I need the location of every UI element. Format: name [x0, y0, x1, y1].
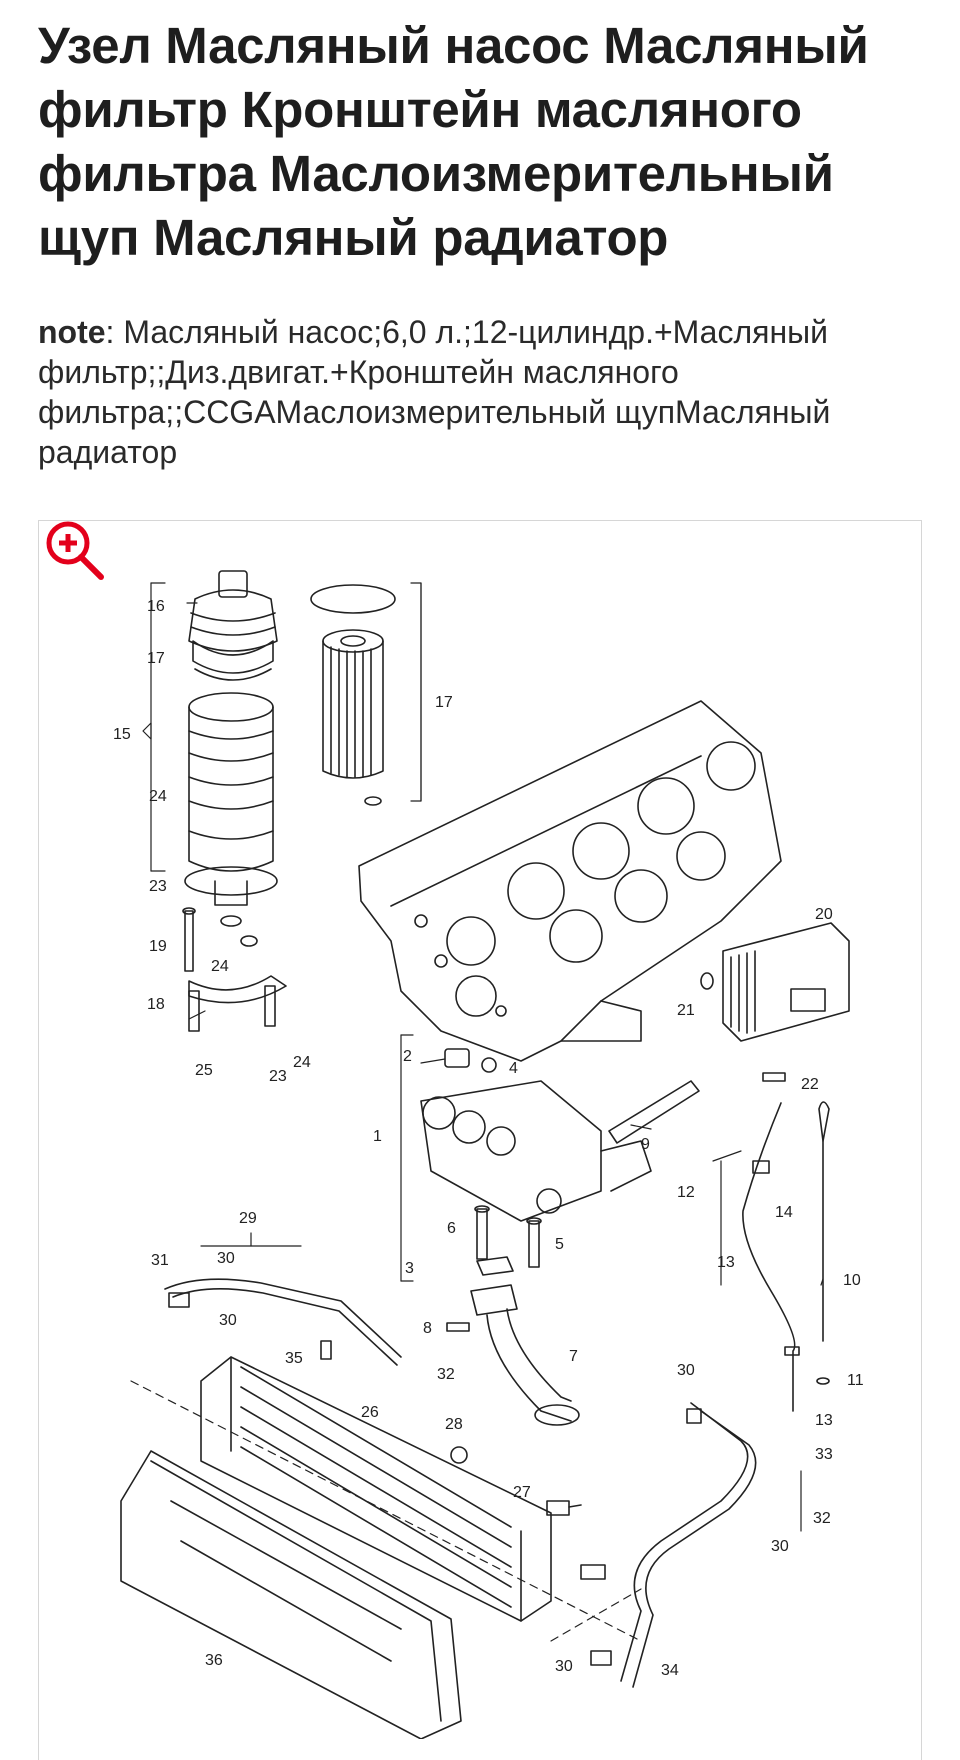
oil-line-upper — [164, 1278, 402, 1366]
callout-22: 22 — [801, 1076, 819, 1093]
zoom-in-icon[interactable] — [41, 520, 113, 587]
callout-32a: 32 — [437, 1366, 455, 1383]
callout-30d: 30 — [771, 1538, 789, 1555]
oil-line-lower — [580, 1402, 757, 1688]
air-guide-36 — [120, 1450, 462, 1739]
callout-30a: 30 — [217, 1250, 235, 1267]
callout-20: 20 — [815, 906, 833, 923]
parts-diagram: 16 17 15 24 23 19 24 18 17 25 23 24 2 4 … — [113, 570, 864, 1739]
dipstick-tube — [742, 1102, 800, 1412]
dipstick — [816, 1101, 830, 1385]
note-label: note — [38, 314, 106, 350]
callout-8: 8 — [423, 1320, 432, 1337]
callout-12: 12 — [677, 1184, 695, 1201]
callout-24a: 24 — [149, 788, 167, 805]
engine-block — [358, 700, 782, 1062]
callout-29: 29 — [239, 1210, 257, 1227]
callout-23b: 23 — [269, 1068, 287, 1085]
callout-34: 34 — [661, 1662, 679, 1679]
leader-lines — [130, 582, 824, 1642]
callout-9: 9 — [641, 1136, 650, 1153]
callout-18: 18 — [147, 996, 165, 1013]
callout-21: 21 — [677, 1002, 695, 1019]
page-title: Узел Масляный насос Масляный фильтр Крон… — [38, 17, 869, 266]
filter-bracket-18 — [188, 975, 287, 1032]
callout-31: 31 — [151, 1252, 169, 1269]
sensor-27 — [546, 1500, 582, 1516]
callout-30b: 30 — [219, 1312, 237, 1329]
callout-labels: 16 17 15 24 23 19 24 18 17 25 23 24 2 4 … — [113, 598, 864, 1679]
callout-5: 5 — [555, 1236, 564, 1253]
callout-4: 4 — [509, 1060, 518, 1077]
callout-36: 36 — [205, 1652, 223, 1669]
callout-13b: 13 — [815, 1412, 833, 1429]
callout-7: 7 — [569, 1348, 578, 1365]
oil-suction-pipe — [446, 1284, 580, 1426]
parts-diagram-frame: 16 17 15 24 23 19 24 18 17 25 23 24 2 4 … — [38, 520, 922, 1760]
callout-25: 25 — [195, 1062, 213, 1079]
callout-24b: 24 — [211, 958, 229, 975]
callout-23a: 23 — [149, 878, 167, 895]
callout-17a: 17 — [147, 650, 165, 667]
callout-13a: 13 — [717, 1254, 735, 1271]
callout-14: 14 — [775, 1204, 793, 1221]
oil-filter-element — [310, 584, 396, 806]
callout-28: 28 — [445, 1416, 463, 1433]
callout-1: 1 — [373, 1128, 382, 1145]
oil-filter-housing — [184, 692, 278, 947]
callout-3: 3 — [405, 1260, 414, 1277]
callout-17b: 17 — [435, 694, 453, 711]
callout-33: 33 — [815, 1446, 833, 1463]
bolt-5 — [526, 1217, 542, 1268]
bolt-19 — [182, 907, 196, 972]
note-text: : Масляный насос;6,0 л.;12-цилиндр.+Масл… — [38, 314, 831, 470]
callout-11: 11 — [847, 1372, 864, 1389]
oil-cooler — [700, 922, 850, 1082]
callout-24c: 24 — [293, 1054, 311, 1071]
callout-27: 27 — [513, 1484, 531, 1501]
callout-10: 10 — [843, 1272, 861, 1289]
callout-19: 19 — [149, 938, 167, 955]
callout-30e: 30 — [555, 1658, 573, 1675]
note: note: Масляный насос;6,0 л.;12-цилиндр.+… — [38, 312, 918, 472]
callout-26: 26 — [361, 1404, 379, 1421]
bolt-6 — [474, 1205, 490, 1260]
oil-filter-cap — [188, 570, 278, 681]
nut-28 — [450, 1446, 468, 1464]
callout-35: 35 — [285, 1350, 303, 1367]
callout-6: 6 — [447, 1220, 456, 1237]
gasket-3 — [476, 1256, 514, 1276]
callout-32b: 32 — [813, 1510, 831, 1527]
callout-2: 2 — [403, 1048, 412, 1065]
callout-16: 16 — [147, 598, 165, 615]
callout-30c: 30 — [677, 1362, 695, 1379]
oil-pump — [420, 1048, 700, 1222]
callout-15: 15 — [113, 726, 131, 743]
oil-radiator — [200, 1356, 552, 1622]
